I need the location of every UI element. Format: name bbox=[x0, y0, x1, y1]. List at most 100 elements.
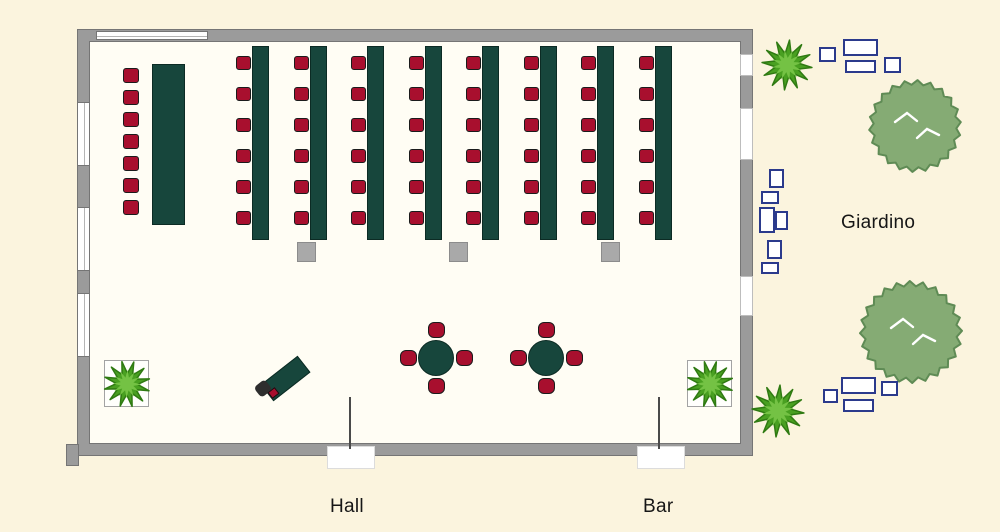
garden-bench bbox=[761, 262, 779, 274]
chair bbox=[236, 149, 251, 163]
classroom-table bbox=[309, 46, 327, 240]
garden-bench bbox=[761, 191, 779, 204]
chair bbox=[638, 180, 654, 194]
chair bbox=[123, 112, 139, 127]
chair bbox=[351, 56, 366, 70]
chair bbox=[293, 56, 309, 70]
chair bbox=[466, 56, 481, 70]
classroom-table bbox=[424, 46, 442, 240]
chair bbox=[466, 87, 481, 101]
chair bbox=[408, 149, 424, 163]
chair bbox=[236, 87, 251, 101]
classroom-table bbox=[539, 46, 557, 240]
chair bbox=[581, 211, 596, 225]
chair bbox=[510, 350, 527, 366]
chair bbox=[236, 180, 251, 194]
plant bbox=[101, 358, 153, 410]
garden-bench bbox=[845, 60, 876, 73]
classroom-table bbox=[597, 46, 614, 240]
chair bbox=[293, 211, 309, 225]
chair bbox=[523, 56, 539, 70]
chair bbox=[523, 211, 539, 225]
garden-chair bbox=[819, 47, 836, 62]
service-pillar bbox=[449, 242, 468, 262]
door-threshold bbox=[327, 446, 375, 469]
classroom-table bbox=[252, 46, 269, 240]
chair bbox=[428, 322, 445, 338]
chair bbox=[566, 350, 583, 366]
chair bbox=[638, 211, 654, 225]
chair bbox=[466, 180, 481, 194]
chair bbox=[466, 211, 481, 225]
chair bbox=[293, 87, 309, 101]
garden-chair bbox=[769, 169, 784, 188]
chair bbox=[456, 350, 473, 366]
chair bbox=[293, 180, 309, 194]
chair bbox=[123, 156, 139, 171]
chair bbox=[123, 134, 139, 149]
chair bbox=[400, 350, 417, 366]
garden-chair bbox=[881, 381, 898, 396]
service-pillar bbox=[297, 242, 316, 262]
chair bbox=[351, 211, 366, 225]
garden-chair bbox=[823, 389, 838, 403]
chair bbox=[293, 149, 309, 163]
classroom-table bbox=[367, 46, 384, 240]
garden-chair bbox=[775, 211, 788, 230]
classroom-table bbox=[654, 46, 672, 240]
chair bbox=[638, 87, 654, 101]
wall-opening bbox=[740, 54, 753, 76]
chair bbox=[638, 118, 654, 132]
chair bbox=[236, 211, 251, 225]
garden-chair bbox=[884, 57, 901, 73]
round-table bbox=[418, 340, 454, 376]
chair bbox=[523, 149, 539, 163]
chair bbox=[581, 149, 596, 163]
service-pillar bbox=[601, 242, 620, 262]
head-table bbox=[152, 64, 185, 225]
garden-table bbox=[841, 377, 876, 394]
chair bbox=[523, 118, 539, 132]
tree bbox=[857, 278, 967, 388]
chair bbox=[236, 118, 251, 132]
plant bbox=[684, 358, 736, 410]
garden-label: Giardino bbox=[841, 212, 916, 233]
garden-table bbox=[843, 39, 878, 56]
window bbox=[77, 207, 90, 271]
chair bbox=[581, 180, 596, 194]
chair bbox=[538, 378, 555, 394]
wall-opening bbox=[740, 276, 753, 316]
door-threshold bbox=[637, 446, 685, 469]
garden-bench bbox=[843, 399, 874, 412]
chair bbox=[523, 180, 539, 194]
chair bbox=[123, 68, 139, 83]
chair bbox=[408, 56, 424, 70]
chair bbox=[523, 87, 539, 101]
garden-chair bbox=[767, 240, 782, 259]
chair bbox=[428, 378, 445, 394]
bar-label: Bar bbox=[643, 496, 674, 517]
chair bbox=[466, 118, 481, 132]
chair bbox=[123, 178, 139, 193]
window bbox=[96, 31, 208, 40]
classroom-table bbox=[482, 46, 499, 240]
chair bbox=[123, 90, 139, 105]
hall-label: Hall bbox=[330, 496, 364, 517]
chair bbox=[581, 56, 596, 70]
chair bbox=[236, 56, 251, 70]
chair bbox=[581, 118, 596, 132]
wall-opening bbox=[740, 108, 753, 160]
window bbox=[77, 102, 90, 166]
window bbox=[77, 293, 90, 357]
chair bbox=[351, 118, 366, 132]
chair bbox=[581, 87, 596, 101]
chair bbox=[123, 200, 139, 215]
chair bbox=[408, 87, 424, 101]
chair bbox=[538, 322, 555, 338]
chair bbox=[408, 211, 424, 225]
round-table bbox=[528, 340, 564, 376]
tree bbox=[866, 77, 966, 177]
chair bbox=[638, 149, 654, 163]
